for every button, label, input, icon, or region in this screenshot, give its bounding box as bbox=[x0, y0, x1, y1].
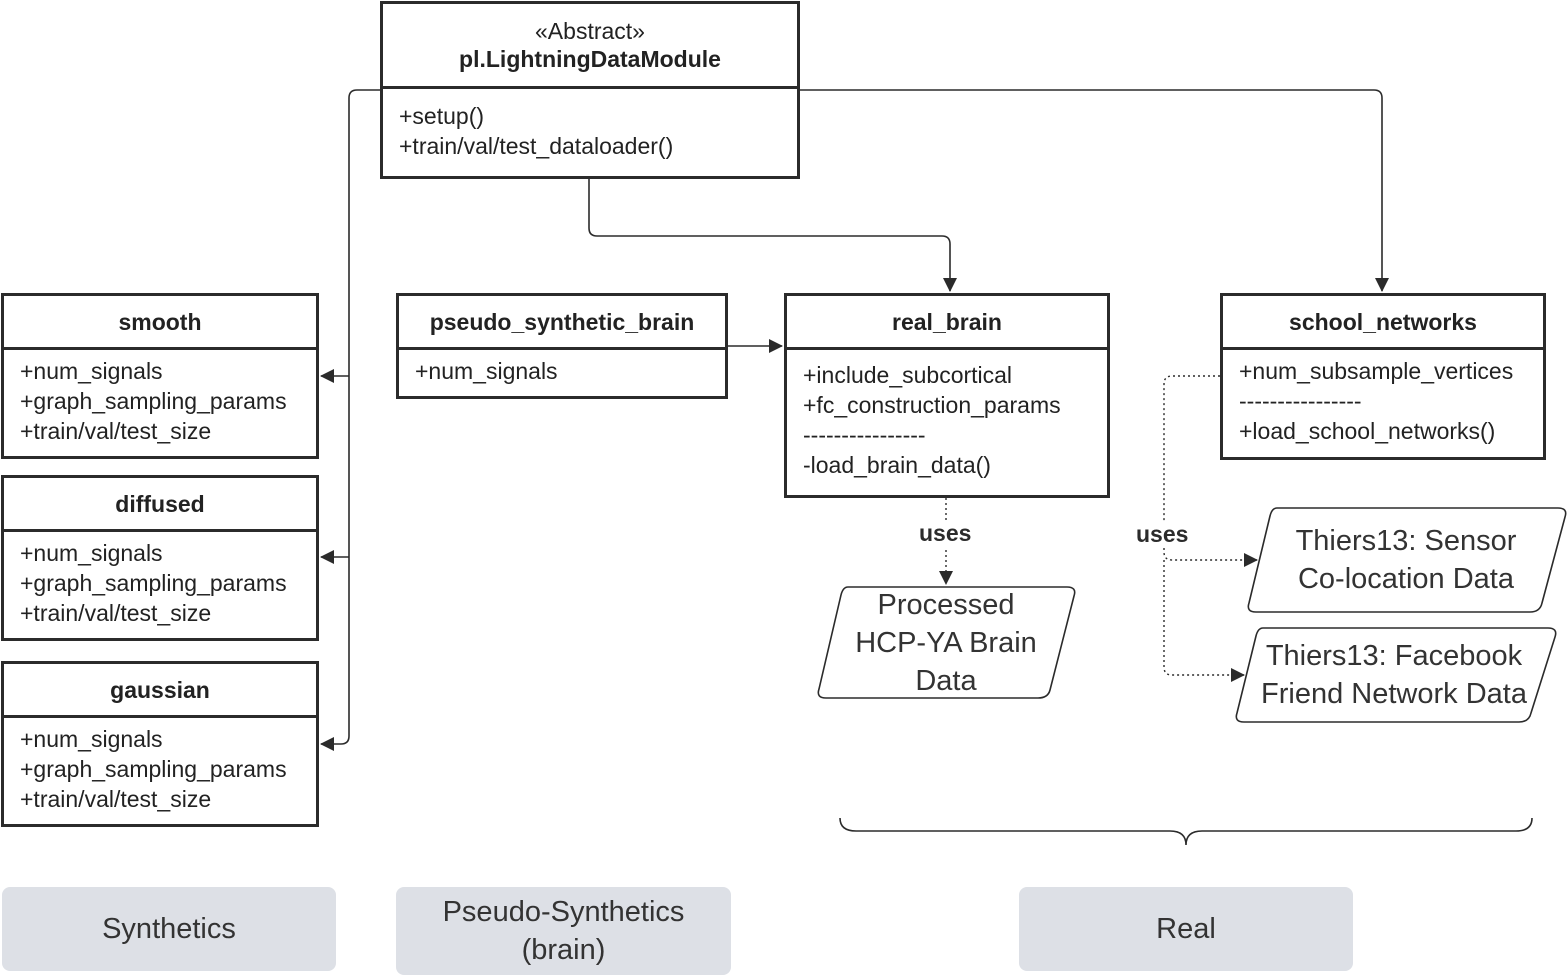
member-fc-construction-params: +fc_construction_params bbox=[803, 392, 1061, 418]
diffused-class-members: +num_signals +graph_sampling_params +tra… bbox=[4, 532, 316, 628]
member-separator: ---------------- bbox=[1239, 388, 1362, 414]
uses-arrow-sensor bbox=[1163, 548, 1258, 567]
diffused-class-name: diffused bbox=[115, 490, 205, 517]
stereotype-label: «Abstract» bbox=[535, 18, 645, 44]
member-num-signals: +num_signals bbox=[20, 540, 163, 566]
member-separator: ---------------- bbox=[803, 422, 926, 448]
pseudo-class-members: +num_signals bbox=[399, 350, 725, 386]
member-graph-sampling-params: +graph_sampling_params bbox=[20, 756, 287, 782]
gaussian-class-name: gaussian bbox=[110, 676, 210, 703]
category-pseudo-synthetics: Pseudo-Synthetics (brain) bbox=[396, 887, 731, 975]
diffused-class[interactable]: diffused +num_signals +graph_sampling_pa… bbox=[1, 475, 319, 641]
member-num-signals: +num_signals bbox=[20, 726, 163, 752]
abstract-class-header: «Abstract» pl.LightningDataModule bbox=[383, 4, 797, 89]
member-train-val-test-size: +train/val/test_size bbox=[20, 600, 212, 626]
school-networks-class[interactable]: school_networks +num_subsample_vertices … bbox=[1220, 293, 1546, 460]
smooth-class-name: smooth bbox=[118, 308, 202, 335]
member-load-school-networks: +load_school_networks() bbox=[1239, 418, 1496, 444]
real-group-brace bbox=[839, 817, 1533, 846]
member-graph-sampling-params: +graph_sampling_params bbox=[20, 570, 287, 596]
member-include-subcortical: +include_subcortical bbox=[803, 362, 1013, 388]
member-train-val-test-size: +train/val/test_size bbox=[20, 786, 212, 812]
hcp-data-label: Processed HCP-YA Brain Data bbox=[855, 589, 1037, 697]
inherit-arrow-real-brain bbox=[588, 178, 957, 292]
smooth-class-header: smooth bbox=[4, 296, 316, 350]
real-brain-class-members: +include_subcortical +fc_construction_pa… bbox=[787, 350, 1107, 480]
inherit-arrow-school-networks bbox=[798, 89, 1389, 292]
category-real: Real bbox=[1019, 887, 1353, 971]
school-class-header: school_networks bbox=[1223, 296, 1543, 350]
gaussian-class-header: gaussian bbox=[4, 664, 316, 718]
pseudo-synthetic-brain-class[interactable]: pseudo_synthetic_brain +num_signals bbox=[396, 293, 728, 399]
member-num-subsample-vertices: +num_subsample_vertices bbox=[1239, 358, 1514, 384]
member-num-signals: +num_signals bbox=[415, 358, 558, 384]
abstract-class-members: +setup() +train/val/test_dataloader() bbox=[383, 89, 797, 161]
pseudo-class-header: pseudo_synthetic_brain bbox=[399, 296, 725, 350]
school-class-name: school_networks bbox=[1289, 308, 1477, 335]
gaussian-class-members: +num_signals +graph_sampling_params +tra… bbox=[4, 718, 316, 814]
inherit-line-synthetics-bus bbox=[340, 89, 380, 745]
uses-label-brain: uses bbox=[919, 520, 972, 546]
member-dataloader: +train/val/test_dataloader() bbox=[399, 133, 674, 159]
member-load-brain-data: -load_brain_data() bbox=[803, 452, 991, 478]
member-setup: +setup() bbox=[399, 103, 485, 129]
member-num-signals: +num_signals bbox=[20, 358, 163, 384]
diffused-class-header: diffused bbox=[4, 478, 316, 532]
school-class-members: +num_subsample_vertices ----------------… bbox=[1223, 350, 1543, 446]
facebook-data-label: Thiers13: Facebook Friend Network Data bbox=[1261, 640, 1527, 710]
uses-label-school: uses bbox=[1136, 521, 1189, 547]
smooth-class-members: +num_signals +graph_sampling_params +tra… bbox=[4, 350, 316, 446]
real-brain-class-header: real_brain bbox=[787, 296, 1107, 350]
sensor-data-label: Thiers13: Sensor Co-location Data bbox=[1295, 525, 1517, 595]
abstract-class-name: pl.LightningDataModule bbox=[459, 46, 721, 72]
pseudo-class-name: pseudo_synthetic_brain bbox=[429, 308, 695, 335]
abstract-lightning-datamodule-class[interactable]: «Abstract» pl.LightningDataModule +setup… bbox=[380, 1, 800, 179]
member-graph-sampling-params: +graph_sampling_params bbox=[20, 388, 287, 414]
smooth-class[interactable]: smooth +num_signals +graph_sampling_para… bbox=[1, 293, 319, 459]
member-train-val-test-size: +train/val/test_size bbox=[20, 418, 212, 444]
gaussian-class[interactable]: gaussian +num_signals +graph_sampling_pa… bbox=[1, 661, 319, 827]
real-brain-class[interactable]: real_brain +include_subcortical +fc_cons… bbox=[784, 293, 1110, 498]
uses-line-school bbox=[1163, 375, 1220, 522]
category-synthetics: Synthetics bbox=[2, 887, 336, 971]
uses-arrow-facebook bbox=[1163, 560, 1245, 682]
real-brain-class-name: real_brain bbox=[892, 308, 1002, 335]
